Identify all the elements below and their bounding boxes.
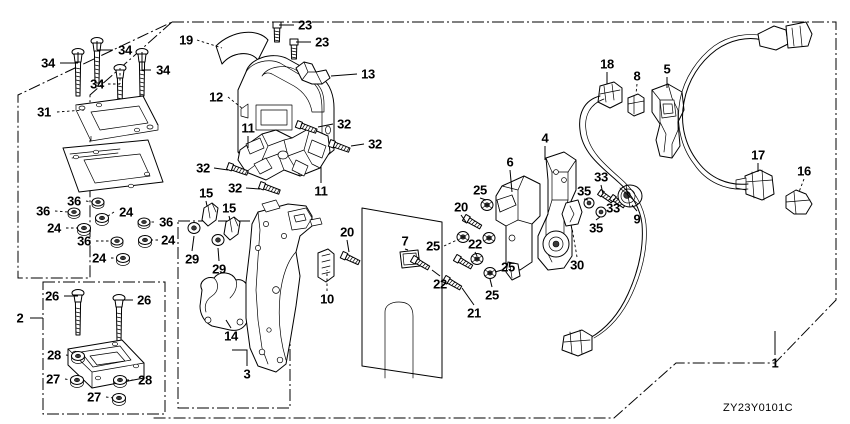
callout-28: 28 (47, 347, 61, 363)
callout-20: 20 (454, 199, 468, 215)
part-36-24-fasteners (67, 197, 152, 266)
callout-21: 21 (467, 305, 481, 321)
callout-34: 34 (41, 55, 55, 71)
callout-3: 3 (243, 366, 251, 382)
callout-20: 20 (340, 224, 354, 240)
group-boundary-2 (42, 281, 166, 415)
part-3-main-housing (245, 199, 323, 373)
callout-26: 26 (45, 288, 59, 304)
callout-8: 8 (633, 68, 641, 84)
callout-33: 33 (606, 200, 620, 216)
callout-24: 24 (161, 232, 175, 248)
part-8-bushing (627, 93, 645, 117)
callout-15: 15 (199, 185, 213, 201)
part-lower-plate (62, 139, 164, 193)
part-14-side-cover (199, 272, 249, 331)
callout-34: 34 (118, 42, 132, 58)
callout-36: 36 (67, 193, 81, 209)
callout-10: 10 (320, 291, 334, 307)
callout-12: 12 (209, 89, 223, 105)
callout-1: 1 (771, 355, 779, 371)
callout-25: 25 (485, 287, 499, 303)
callout-24: 24 (92, 250, 106, 266)
part-9-grommet (617, 184, 643, 208)
part-mount-block (67, 339, 145, 389)
part-35-33-fasteners (583, 189, 627, 218)
part-23-bolts (272, 21, 299, 60)
callout-34: 34 (90, 76, 104, 92)
callout-23: 23 (298, 17, 312, 33)
part-13-clip (295, 61, 331, 85)
callout-11: 11 (314, 183, 328, 199)
callout-22: 22 (468, 236, 482, 252)
diagram-code-text: ZY23Y0101C (722, 402, 794, 414)
callout-19: 19 (179, 32, 193, 48)
part-16-grommet (785, 189, 813, 215)
callout-27: 27 (87, 389, 101, 405)
callout-32: 32 (228, 180, 242, 196)
callout-4: 4 (541, 130, 549, 146)
callout-24: 24 (119, 204, 133, 220)
callout-9: 9 (633, 211, 641, 227)
callout-17: 17 (751, 147, 765, 163)
leader-lines (30, 24, 805, 399)
callout-33: 33 (594, 169, 608, 185)
part-10-20-clip-bolt (317, 248, 361, 283)
callout-31: 31 (37, 104, 51, 120)
part-11-bracket (237, 127, 331, 181)
callout-23: 23 (315, 34, 329, 50)
callout-28: 28 (138, 372, 152, 388)
callout-27: 27 (46, 371, 60, 387)
callout-32: 32 (368, 136, 382, 152)
callout-14: 14 (224, 328, 238, 344)
callout-25: 25 (473, 182, 487, 198)
part-17-connector (735, 169, 775, 201)
part-15-29-clips (187, 202, 241, 246)
callout-7: 7 (401, 233, 409, 249)
cable-harness (561, 21, 813, 357)
part-19-seal (215, 31, 269, 65)
callout-2: 2 (16, 310, 24, 326)
part-6-housing (495, 175, 541, 281)
callout-32: 32 (196, 160, 210, 176)
callout-24: 24 (47, 220, 61, 236)
callout-11: 11 (241, 120, 255, 136)
part-4-lever (537, 151, 577, 271)
callout-15: 15 (222, 200, 236, 216)
callout-36: 36 (36, 203, 50, 219)
callout-30: 30 (570, 257, 584, 273)
part-30-plate (561, 199, 583, 227)
callout-26: 26 (137, 292, 151, 308)
callout-35: 35 (577, 183, 591, 199)
callout-13: 13 (361, 66, 375, 82)
callout-5: 5 (663, 61, 671, 77)
callout-29: 29 (185, 251, 199, 267)
callout-36: 36 (77, 233, 91, 249)
callout-29: 29 (212, 261, 226, 277)
callout-16: 16 (797, 163, 811, 179)
part-5-lever-holder (651, 83, 685, 159)
callout-25: 25 (501, 259, 515, 275)
callout-32: 32 (337, 116, 351, 132)
callout-25: 25 (426, 238, 440, 254)
callout-34: 34 (156, 62, 170, 78)
callout-22: 22 (433, 276, 447, 292)
part-flat-panel (361, 207, 443, 379)
callout-35: 35 (589, 220, 603, 236)
group-boundary-1 (17, 21, 837, 419)
callout-18: 18 (600, 56, 614, 72)
part-26-bolts (71, 289, 126, 343)
callout-36: 36 (159, 214, 173, 230)
part-18-connector (597, 81, 623, 109)
callout-6: 6 (506, 154, 514, 170)
part-32-bolts (226, 120, 351, 195)
part-31-plate (75, 95, 159, 142)
